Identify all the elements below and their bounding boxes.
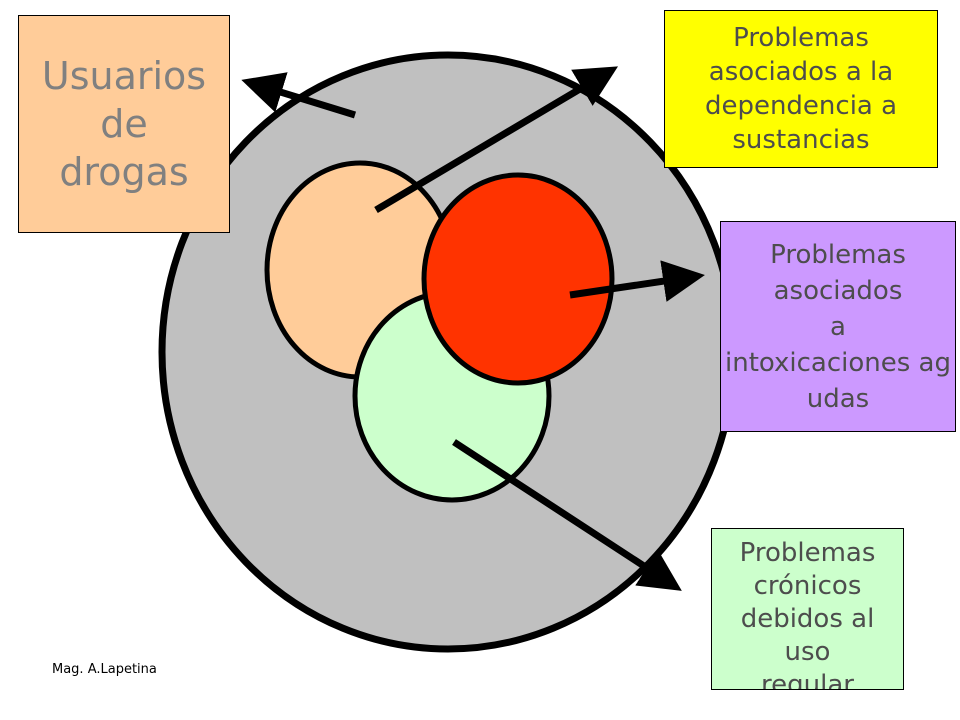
label-box-cronicos: Problemas crónicos debidos al uso regula…: [711, 528, 904, 690]
label-dependencia-text: Problemas asociados a la dependencia a s…: [704, 23, 898, 155]
arrow-to-usuarios: [241, 72, 357, 119]
arrow-to-dependencia: [374, 66, 619, 214]
label-intoxicaciones-text: Problemas asociados a intoxicaciones agu…: [725, 239, 951, 414]
arrow-to-cronicos: [452, 439, 682, 591]
label-usuarios-text: Usuarios de drogas: [41, 54, 207, 194]
label-cronicos-text: Problemas crónicos debidos al uso regula…: [739, 538, 876, 690]
label-box-dependencia: Problemas asociados a la dependencia a s…: [664, 10, 938, 168]
footer-author: Mag. A.Lapetina: [52, 662, 157, 677]
circle-intoxicaciones: [421, 172, 615, 386]
label-box-intoxicaciones: Problemas asociados a intoxicaciones agu…: [720, 221, 956, 432]
arrow-to-intoxicaciones: [569, 260, 705, 302]
label-box-usuarios: Usuarios de drogas: [18, 15, 230, 233]
